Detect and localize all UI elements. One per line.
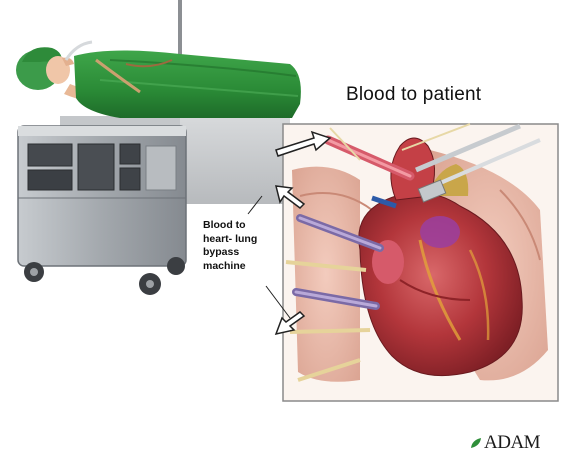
leaf-icon: [470, 437, 482, 449]
label-line-4: machine: [203, 260, 275, 274]
brand-text: ADAM: [484, 432, 540, 454]
adam-logo: ADAM: [470, 432, 540, 454]
label-blood-to-machine: Blood to heart- lung bypass machine: [203, 219, 275, 273]
label-blood-to-patient: Blood to patient: [346, 84, 481, 106]
heart-lung-machine: [18, 126, 186, 295]
heart-inset: [283, 124, 558, 401]
label-line-1: Blood to: [203, 219, 275, 233]
label-line-2: heart- lung: [203, 233, 275, 247]
label-line-3: bypass: [203, 246, 275, 260]
patient: [16, 42, 301, 118]
